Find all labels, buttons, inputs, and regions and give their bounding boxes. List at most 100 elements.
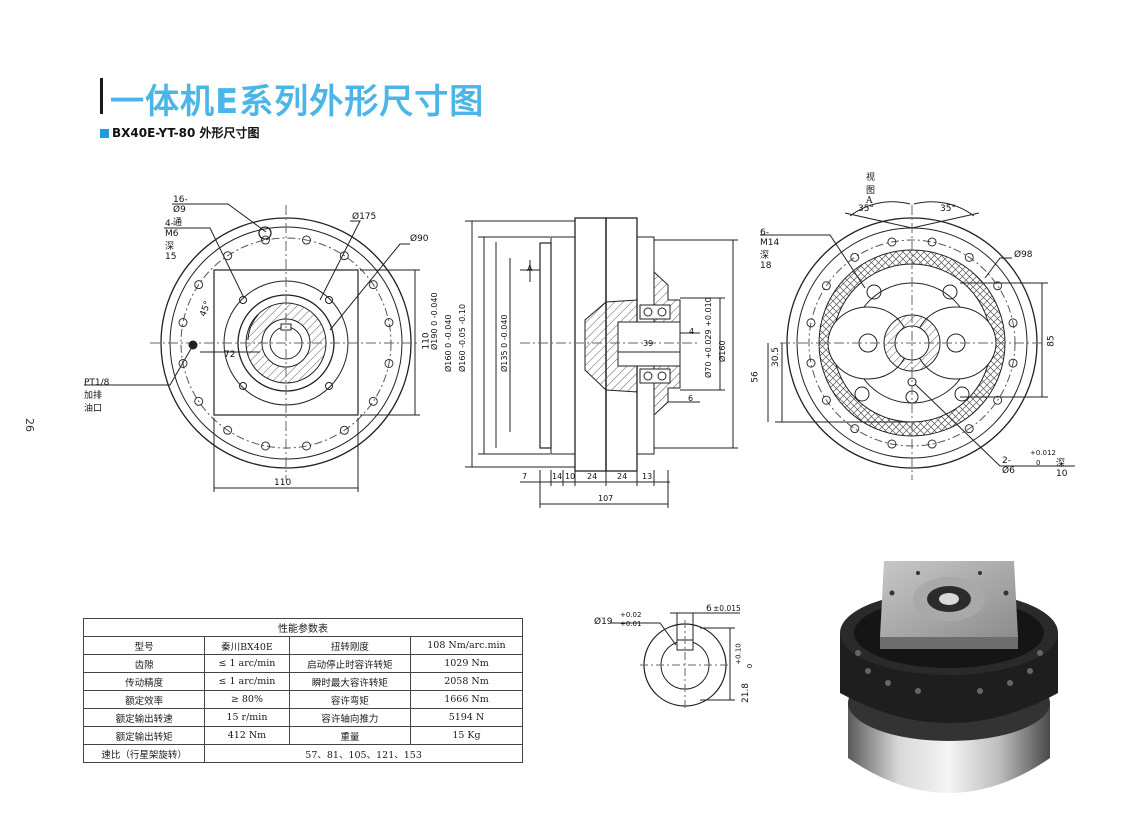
product-photo <box>840 561 1058 793</box>
table-cell: 齿隙 <box>82 654 206 673</box>
bolt-hole <box>339 425 349 435</box>
label-tapped-a: 6-M14深18 <box>760 228 780 271</box>
table-cell: 5194 N <box>409 708 524 727</box>
bolt-hole <box>1008 358 1018 368</box>
page-subtitle: BX40E-YT-80 外形尺寸图 <box>112 126 260 140</box>
bolt-hole <box>850 252 860 262</box>
table-cell: 瞬时最大容许转矩 <box>288 672 411 691</box>
bolt-hole <box>194 396 204 406</box>
table-cell: 15 Kg <box>409 726 524 745</box>
table-cell: 额定输出转矩 <box>82 726 206 745</box>
label-holes: 16-Ø9通 <box>173 195 188 228</box>
table-cell: 启动停止时容许转矩 <box>288 654 411 673</box>
table-cell: 412 Nm <box>204 726 290 745</box>
label-pin: 2-Ø6 <box>1002 456 1015 476</box>
table-cell: 传动精度 <box>82 672 206 691</box>
label-24a: 24 <box>587 472 598 481</box>
label-dia160b: Ø160 -0.05 -0.10 <box>458 303 467 372</box>
view-a-caption: 视图 A <box>866 173 876 206</box>
front-view <box>84 203 420 492</box>
label-key6-tol: ±0.015 <box>713 604 741 613</box>
bolt-hole <box>821 395 831 405</box>
bolt-hole <box>223 425 233 435</box>
label-dia135: Ø135 0 -0.040 <box>500 314 509 372</box>
table-row: 传动精度 ≤ 1 arc/min 瞬时最大容许转矩 2058 Nm <box>82 672 524 691</box>
bolt-hole <box>384 358 394 368</box>
label-107: 107 <box>598 494 614 503</box>
label-39: 39 <box>643 339 654 348</box>
label-56: 56 <box>750 371 761 383</box>
label-key6: 6 <box>706 604 712 614</box>
label-6: 6 <box>688 394 694 403</box>
param-table: 性能参数表 型号 秦川BX40E 扭转刚度 108 Nm/arc.min 齿隙 … <box>82 618 524 763</box>
label-dia160c: Ø160 <box>718 340 727 362</box>
bolt-hole <box>339 251 349 261</box>
bolt-hole <box>178 358 188 368</box>
table-cell: 2058 Nm <box>409 672 524 691</box>
label-dia98: Ø98 <box>1014 250 1033 260</box>
label-35-right: 35° <box>940 204 956 214</box>
table-cell: ≥ 80% <box>204 690 290 709</box>
title-bar <box>100 78 103 114</box>
label-21-8-up: +0.10 <box>734 643 743 665</box>
shaft-section <box>610 612 740 710</box>
label-35-left: 35° <box>858 204 874 214</box>
view-a <box>760 201 1075 480</box>
label-dia175: Ø175 <box>352 212 377 222</box>
label-dia19-low: +0.01 <box>620 620 642 628</box>
bolt-hole <box>806 318 816 328</box>
bolt-hole <box>993 281 1003 291</box>
label-85: 85 <box>1046 335 1057 347</box>
label-dia19: Ø19 <box>594 617 613 627</box>
bolt-hole <box>993 395 1003 405</box>
label-pin-depth: 深10 <box>1056 459 1068 479</box>
bolt-hole <box>806 358 816 368</box>
bolt-hole <box>194 280 204 290</box>
table-row: 额定输出转矩 412 Nm 重量 15 Kg <box>82 726 524 745</box>
bolt-hole <box>887 237 897 247</box>
label-21-8-low: 0 <box>746 663 755 669</box>
label-10: 10 <box>565 472 576 481</box>
table-row: 型号 秦川BX40E 扭转刚度 108 Nm/arc.min <box>82 636 524 655</box>
ratio-label: 速比（行星架旋转） <box>82 744 206 763</box>
bolt-hole <box>1008 318 1018 328</box>
bolt-hole <box>178 318 188 328</box>
table-cell: 容许轴向推力 <box>288 708 411 727</box>
label-4: 4 <box>689 327 695 336</box>
label-14: 14 <box>552 472 563 481</box>
param-table-caption: 性能参数表 <box>83 618 523 637</box>
label-21-8: 21.8 <box>741 682 752 704</box>
table-cell: 型号 <box>82 636 206 655</box>
bolt-hole <box>927 439 937 449</box>
side-view <box>465 217 738 508</box>
bolt-hole <box>223 251 233 261</box>
bolt-hole <box>850 424 860 434</box>
label-dia90: Ø90 <box>410 234 429 244</box>
label-oil-port: PT1/8加排油口 <box>84 378 110 414</box>
label-a-marker: A <box>527 264 533 273</box>
label-dia70: Ø70 +0.029 +0.010 <box>704 297 713 378</box>
bolt-hole <box>301 441 311 451</box>
bolt-hole <box>821 281 831 291</box>
table-cell: 108 Nm/arc.min <box>409 636 524 655</box>
ratio-value: 57、81、105、121、153 <box>204 744 523 763</box>
table-row: 齿隙 ≤ 1 arc/min 启动停止时容许转矩 1029 Nm <box>82 654 524 673</box>
label-72: 72 <box>224 350 236 360</box>
bolt-hole <box>301 235 311 245</box>
table-cell: 15 r/min <box>204 708 290 727</box>
bolt-hole <box>261 235 271 245</box>
table-cell: 扭转刚度 <box>288 636 411 655</box>
table-cell: 额定效率 <box>82 690 206 709</box>
bolt-hole <box>964 252 974 262</box>
label-7: 7 <box>522 472 528 481</box>
table-row: 额定效率 ≥ 80% 容许弯矩 1666 Nm <box>82 690 524 709</box>
table-cell: 秦川BX40E <box>204 636 290 655</box>
label-24b: 24 <box>617 472 628 481</box>
bolt-hole <box>368 280 378 290</box>
bolt-hole <box>384 318 394 328</box>
table-cell: 重量 <box>288 726 411 745</box>
label-13: 13 <box>642 472 653 481</box>
table-cell: 容许弯矩 <box>288 690 411 709</box>
bolt-hole <box>927 237 937 247</box>
